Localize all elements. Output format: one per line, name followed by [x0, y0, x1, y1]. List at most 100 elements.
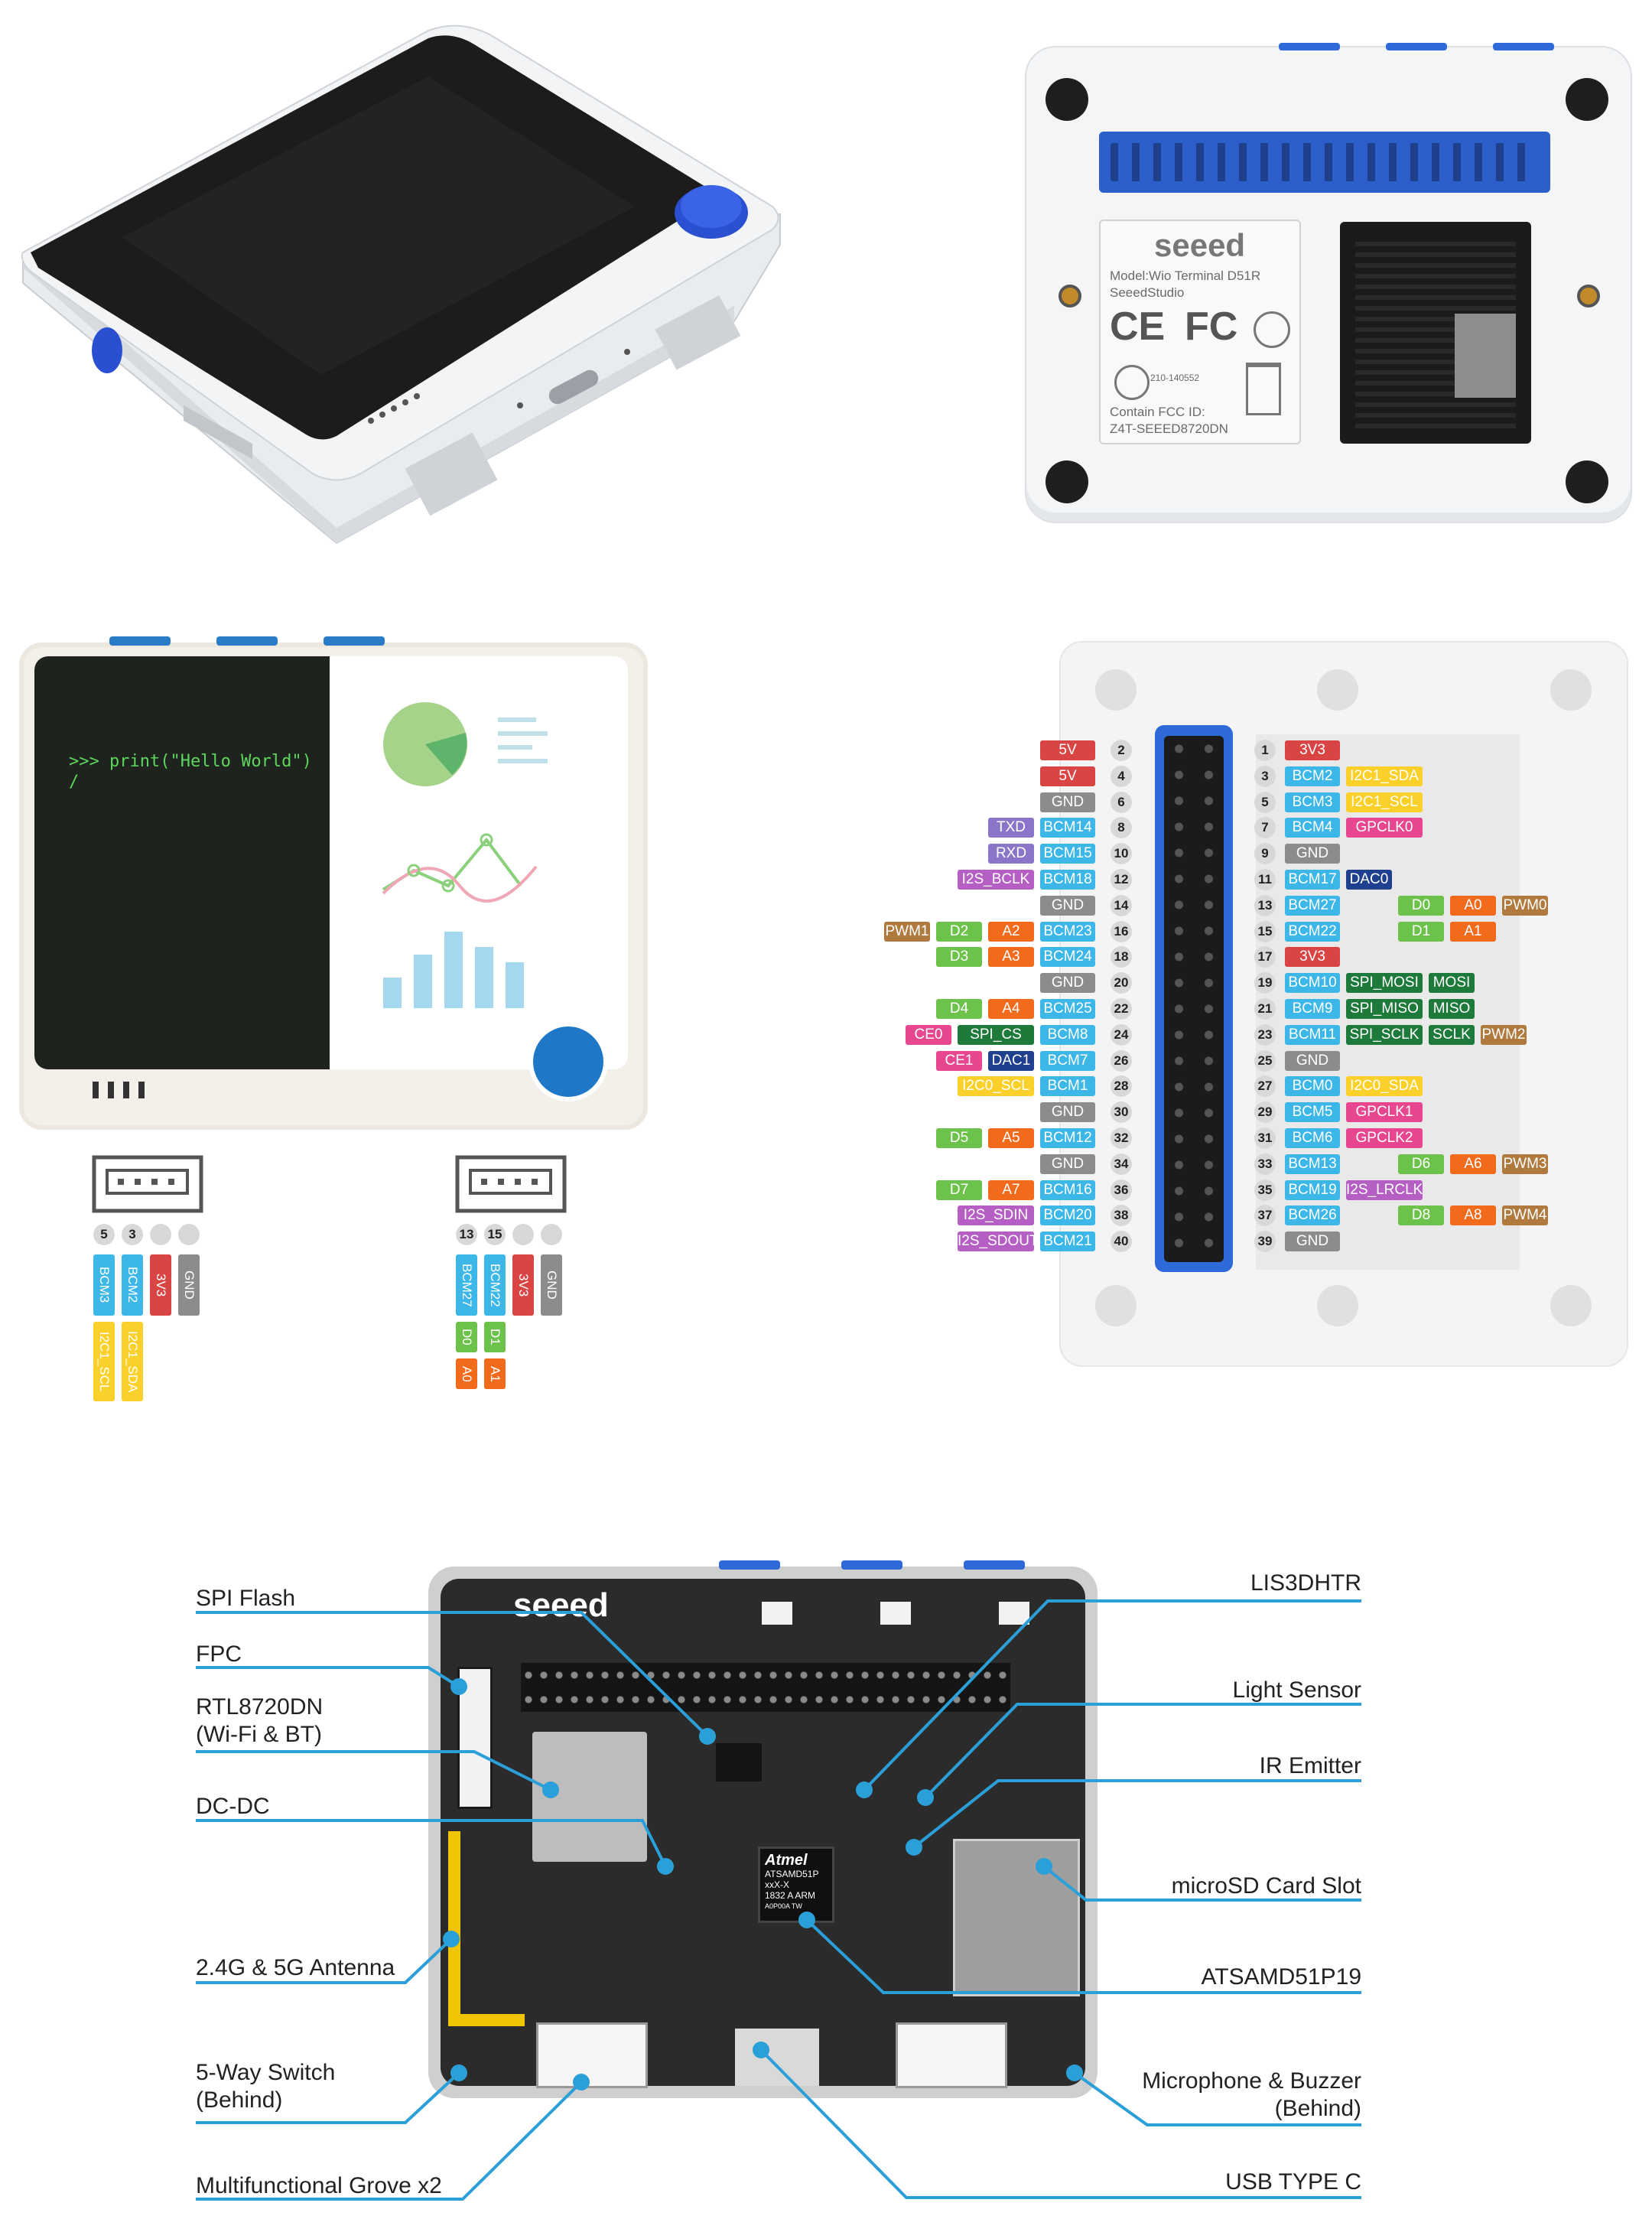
pin-label: GPCLK0 [1346, 818, 1423, 838]
pin-label: PWM1 [884, 921, 930, 942]
terminal-panel: >>> print("Hello World") / [34, 656, 330, 1069]
callout-dot [657, 1858, 674, 1875]
pin-label: I2S_SDOUT [958, 1232, 1039, 1252]
pin-label: BCM0 [1285, 1076, 1340, 1097]
top-button [1279, 43, 1340, 50]
pin-number: 14 [1111, 894, 1132, 916]
pin-number: 27 [1254, 1075, 1276, 1098]
pin-label: BCM2 [1285, 766, 1340, 786]
chip-line4: 1832 A ARM [765, 1890, 816, 1901]
pin-label: SCLK [1429, 1024, 1475, 1045]
flash-chip [716, 1743, 762, 1781]
cert-code: 210-140552 [1150, 373, 1200, 383]
screw-hole [1046, 460, 1088, 503]
callout-dot [917, 1789, 934, 1806]
chip-line3: xxX-X [765, 1879, 790, 1890]
grove-pin-num: 13 [456, 1224, 477, 1245]
text-lines-icon [498, 717, 548, 763]
pin-number: 22 [1111, 998, 1132, 1020]
pin-label: BCM6 [1285, 1128, 1340, 1148]
pin-label: BCM5 [1285, 1102, 1340, 1123]
grove-pin-num: 3 [122, 1224, 143, 1245]
callout-dot [542, 1781, 559, 1798]
pin-label: TXD [988, 818, 1034, 838]
callout-leader-line [196, 1750, 551, 1791]
pin-number: 12 [1111, 869, 1132, 890]
gpio-header-40pin [1099, 132, 1550, 193]
pin-label: BCM10 [1285, 973, 1340, 994]
screw-brass [1577, 285, 1600, 307]
pin-label: CE0 [906, 1024, 951, 1045]
callout-dot [573, 2074, 590, 2090]
case-back-view: seeed Model:Wio Terminal D51R SeeedStudi… [1025, 43, 1632, 523]
callout-leader-line [1042, 1865, 1361, 1902]
pin-number: 16 [1111, 920, 1132, 942]
pin-label: BCM14 [1040, 818, 1095, 838]
pin-number: 23 [1254, 1023, 1276, 1046]
callout-leader-line [196, 1611, 709, 1738]
grove-left-pinout: 5 3 BCM3 BCM2 3V3 GND I2C1_SCL I2C1_SDA [93, 1224, 208, 1407]
callout-dot [798, 1912, 815, 1928]
pin-label: BCM3 [1285, 792, 1340, 812]
atsamd51-chip: Atmel ATSAMD51P xxX-X 1832 A ARM A0P00A … [758, 1846, 834, 1923]
pin-label: D4 [936, 999, 982, 1019]
pin-label: BCM9 [1285, 999, 1340, 1019]
top-button [719, 1560, 780, 1570]
pin-label: BCM27 [1285, 895, 1340, 916]
pin-number: 35 [1254, 1179, 1276, 1201]
pin-label: BCM25 [1040, 999, 1095, 1019]
gpio-header-vertical [1155, 725, 1233, 1272]
callout-leader-line [196, 1666, 460, 1688]
speaker-grill [93, 1082, 154, 1098]
callout-leader-line [863, 1599, 1361, 1791]
top-button [841, 1560, 902, 1570]
pin-label: D3 [936, 947, 982, 968]
five-way-switch-button[interactable] [528, 1022, 608, 1101]
pin-label: GPCLK1 [1346, 1102, 1423, 1123]
pin-label: 3V3 [1285, 740, 1340, 760]
callout-leader-line [1073, 2071, 1361, 2126]
fcc-id-value: Z4T-SEEED8720DN [1110, 421, 1228, 436]
callout-dot [1036, 1858, 1052, 1875]
fcc-id-label: Contain FCC ID: [1110, 405, 1205, 419]
pin-label: D5 [936, 1128, 982, 1148]
pin-label: RXD [988, 844, 1034, 864]
grove-label: BCM2 [122, 1254, 143, 1316]
antenna-trace [448, 1831, 525, 2026]
pcb: seeed Atmel ATSAMD51P xxX-X 1832 A ARM A… [441, 1579, 1085, 2088]
grove-label: BCM27 [456, 1254, 477, 1316]
callout-leader-line [912, 1779, 1361, 1849]
grove-label: GND [178, 1254, 200, 1316]
sticker-model-line: Model:Wio Terminal D51R [1110, 268, 1261, 283]
pin-number: 40 [1111, 1231, 1132, 1253]
pin-number: 38 [1111, 1205, 1132, 1227]
grove-label: BCM22 [484, 1254, 506, 1316]
pin-label: BCM26 [1285, 1205, 1340, 1226]
pin-label: GND [1040, 895, 1095, 916]
screw-hole [1046, 78, 1088, 121]
pin-label: BCM23 [1040, 921, 1095, 942]
callout-5-way-switch: 5-Way Switch (Behind) [196, 2060, 336, 2113]
pin-number: 32 [1111, 1127, 1132, 1149]
grove-label: I2C1_SDA [122, 1322, 143, 1401]
callout-antenna: 2.4G & 5G Antenna [196, 1955, 395, 1980]
pin-number: 7 [1254, 817, 1276, 839]
top-button [1386, 43, 1447, 50]
pin-label: PWM3 [1502, 1153, 1548, 1174]
pin-label: A3 [988, 947, 1034, 968]
pin-label: BCM16 [1040, 1179, 1095, 1200]
grove-label: D0 [456, 1322, 477, 1352]
pin-label: 3V3 [1285, 947, 1340, 968]
pin-label: A8 [1450, 1205, 1496, 1226]
pin-label: BCM19 [1285, 1179, 1340, 1200]
top-button [324, 636, 385, 646]
pin-label: A1 [1450, 921, 1496, 942]
label-sticker: seeed Model:Wio Terminal D51R SeeedStudi… [1099, 220, 1301, 444]
grove-pin-num [541, 1224, 562, 1245]
pin-label: I2C0_SCL [958, 1076, 1034, 1097]
callout-leader-line [924, 1703, 1361, 1799]
grove-right-pinout: 13 15 BCM27 BCM22 3V3 GND D0 D1 A0 A1 [456, 1224, 571, 1407]
callout-leader-line [196, 1819, 667, 1867]
pin-number: 1 [1254, 740, 1276, 761]
callout-dot [450, 1678, 467, 1695]
